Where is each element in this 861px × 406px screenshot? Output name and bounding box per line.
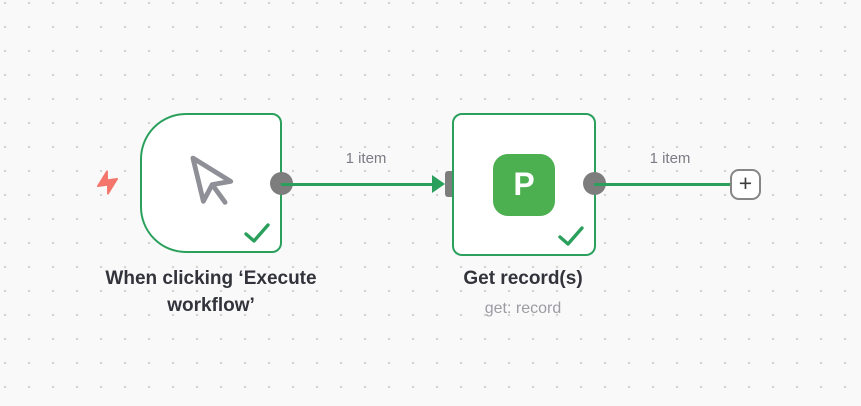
node-subtitle: get: record (484, 300, 562, 317)
connection-arrow-icon (432, 175, 445, 193)
connection-item-count-label: 1 item (345, 150, 387, 167)
connection-item-count-label: 1 item (649, 150, 691, 167)
node-when-clicking-execute-workflow[interactable] (140, 113, 282, 253)
node-get-records[interactable]: P (452, 113, 596, 256)
lightning-bolt-icon (96, 170, 119, 195)
input-connector[interactable] (445, 171, 456, 197)
add-node-button[interactable]: + (730, 169, 761, 200)
connection-line[interactable] (594, 183, 732, 186)
mouse-pointer-icon (190, 155, 234, 205)
node-title: When clicking ‘Execute workflow’ (105, 268, 317, 316)
connection-line[interactable] (281, 183, 433, 186)
success-check-icon (558, 226, 584, 246)
app-icon-p: P (493, 153, 555, 216)
success-check-icon (244, 223, 270, 243)
node-title: Get record(s) (463, 268, 583, 289)
